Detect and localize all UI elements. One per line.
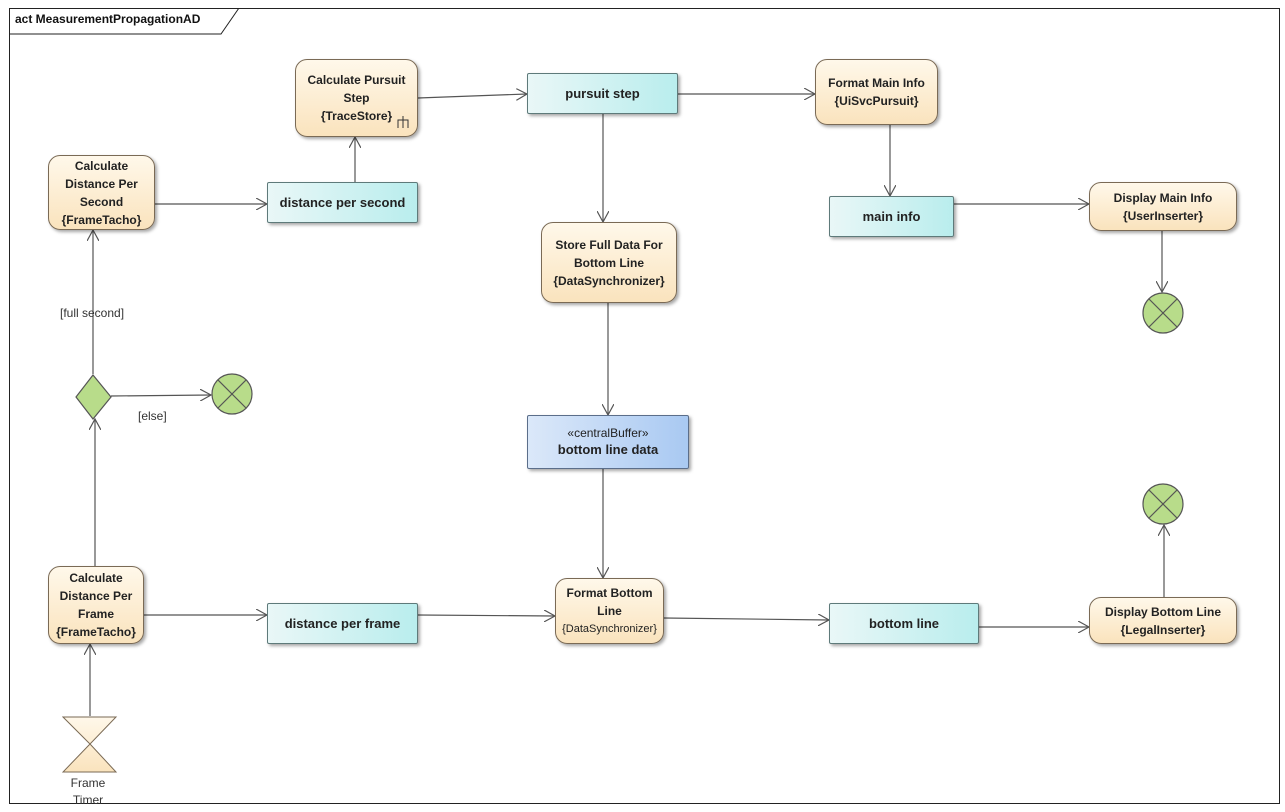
activity-frame (9, 8, 1280, 804)
action-owner: {DataSynchronizer} (553, 273, 665, 288)
action-name-line: Distance Per (65, 176, 138, 191)
rake-icon (397, 116, 409, 128)
guard-else: [else] (138, 409, 167, 423)
frame-timer-label: Frame Timer (52, 775, 124, 809)
object-main-info[interactable]: main info (829, 196, 954, 237)
edge-format-bottom-to-bottom-line (663, 618, 829, 620)
action-display-main-info[interactable]: Display Main Info {UserInserter} (1089, 182, 1237, 231)
action-name-line: Bottom Line (574, 255, 644, 270)
action-display-bottom-line[interactable]: Display Bottom Line {LegalInserter} (1089, 597, 1237, 644)
action-owner: {UiSvcPursuit} (834, 94, 919, 108)
object-label: main info (862, 208, 921, 224)
buffer-label: bottom line data (557, 442, 659, 457)
action-name-line: Calculate Pursuit (307, 73, 406, 87)
action-calculate-distance-per-frame[interactable]: Calculate Distance Per Frame {FrameTacho… (48, 566, 144, 644)
action-name-line: Display Bottom Line (1104, 604, 1221, 619)
action-name-line: Store Full Data For (555, 237, 663, 252)
object-label: pursuit step (565, 85, 640, 101)
action-name-line: Format Bottom (566, 586, 653, 600)
action-owner: {LegalInserter} (1120, 622, 1206, 637)
decision-node (75, 374, 112, 420)
action-name-line: Display Main Info (1113, 190, 1213, 205)
action-owner: {DataSynchronizer} (562, 623, 657, 635)
buffer-stereotype: «centralBuffer» (567, 426, 649, 440)
action-owner: {FrameTacho} (61, 212, 142, 227)
action-name-line: Calculate (69, 571, 123, 585)
action-name-line: Step (343, 91, 370, 105)
action-name-line: Line (597, 604, 622, 618)
hourglass-icon (62, 716, 118, 773)
edge-distance-per-frame-to-format-bottom (417, 615, 555, 616)
action-format-main-info[interactable]: Format Main Info {UiSvcPursuit} (815, 59, 938, 125)
action-name-line: Calculate (74, 158, 129, 173)
action-name-line: Frame (77, 607, 115, 621)
object-distance-per-frame[interactable]: distance per frame (267, 603, 418, 644)
object-distance-per-second[interactable]: distance per second (267, 182, 418, 223)
object-pursuit-step[interactable]: pursuit step (527, 73, 678, 114)
action-calculate-pursuit-step[interactable]: Calculate Pursuit Step {TraceStore} (295, 59, 418, 137)
action-name-line: Second (79, 194, 124, 209)
central-buffer-bottom-line-data[interactable]: «centralBuffer» bottom line data (527, 415, 689, 469)
action-format-bottom-line[interactable]: Format Bottom Line {DataSynchronizer} (555, 578, 664, 644)
object-label: bottom line (868, 615, 940, 631)
action-store-full-data[interactable]: Store Full Data For Bottom Line {DataSyn… (541, 222, 677, 303)
timer-label-line: Timer (72, 793, 104, 807)
action-name-line: Format Main Info (828, 76, 925, 90)
action-owner: {UserInserter} (1122, 208, 1204, 223)
edge-decision-to-final-else (110, 395, 211, 396)
action-calculate-distance-per-second[interactable]: Calculate Distance Per Second {FrameTach… (48, 155, 155, 230)
timer-label-line: Frame (70, 776, 106, 790)
activity-final-node-else (211, 373, 253, 415)
activity-final-node-main (1142, 292, 1184, 334)
object-bottom-line[interactable]: bottom line (829, 603, 979, 644)
action-name-line: Distance Per (59, 589, 133, 603)
guard-full-second: [full second] (60, 306, 125, 320)
frame-title: act MeasurementPropagationAD (15, 12, 201, 26)
edge-calc-pursuit-to-pursuit-step (417, 94, 527, 98)
object-label: distance per frame (284, 615, 401, 631)
object-label: distance per second (279, 194, 406, 210)
activity-final-node-bottom (1142, 483, 1184, 525)
action-owner: {TraceStore} (320, 109, 393, 123)
action-owner: {FrameTacho} (56, 625, 136, 639)
